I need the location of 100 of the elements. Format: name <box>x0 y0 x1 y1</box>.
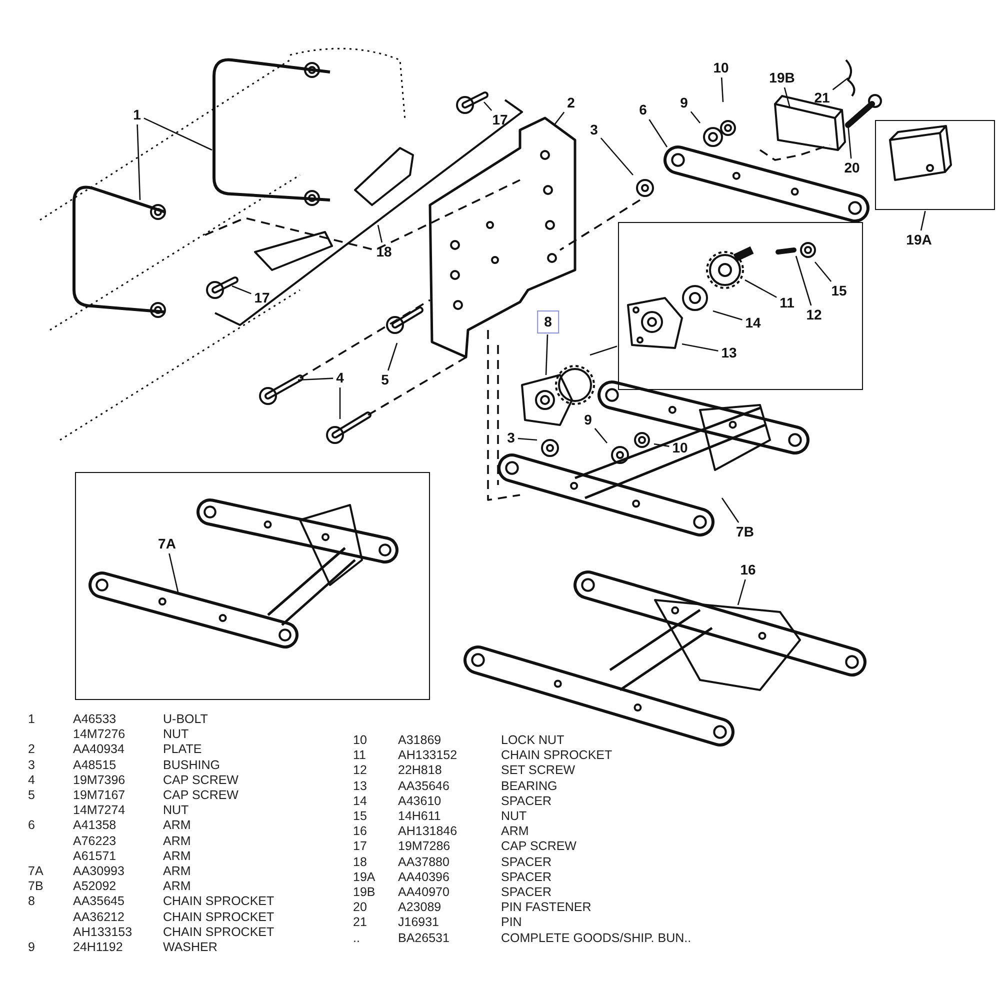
part-number: AH133152 <box>398 748 458 764</box>
part-number: AA40934 <box>73 742 126 758</box>
item-number: 14 <box>353 794 368 810</box>
leader-line <box>600 138 634 176</box>
part-number: AA40396 <box>398 870 450 886</box>
part-number: AA30993 <box>73 864 126 880</box>
part-number: A61571 <box>73 848 118 864</box>
callout-number: 12 <box>804 306 824 324</box>
item-number: 18 <box>353 854 368 870</box>
item-number: 19B <box>353 885 376 900</box>
callout-number: 6 <box>637 102 649 118</box>
part-number: A41358 <box>73 818 118 834</box>
part-name: ARM <box>501 824 530 840</box>
part-name: BUSHING <box>163 758 221 773</box>
part-name: COMPLETE GOODS/SHIP. BUN.. <box>501 930 692 946</box>
item-number: 15 <box>353 809 368 824</box>
leader-line <box>232 285 252 294</box>
callout-number: 10 <box>711 60 731 76</box>
part-number: AA40970 <box>398 885 450 900</box>
part-number: 19M7167 <box>73 788 126 804</box>
part-name: ARM <box>163 879 192 894</box>
part-name: PIN FASTENER <box>501 900 592 916</box>
leader-line <box>648 119 668 148</box>
leader-line <box>690 111 700 124</box>
leader-line <box>720 77 724 102</box>
leader-line <box>594 428 608 444</box>
item-number: .. <box>353 930 361 946</box>
part-number: 19M7286 <box>398 839 452 855</box>
part-name: ARM <box>163 864 192 880</box>
item-number: 20 <box>353 900 368 916</box>
part-number: 24H1192 <box>73 940 124 956</box>
part-number: A23089 <box>398 900 442 916</box>
item-number: 17 <box>353 839 368 855</box>
leader-line <box>484 102 492 111</box>
part-number: AH133153 <box>73 924 134 940</box>
callout-number: 3 <box>505 430 517 446</box>
inset-frame <box>75 472 430 700</box>
part-number: A76223 <box>73 834 118 849</box>
callout-number: 1 <box>131 106 143 124</box>
part-number: A52092 <box>73 879 118 894</box>
leader-line <box>795 256 812 306</box>
part-number: A43610 <box>398 794 442 810</box>
callout-number: 9 <box>582 412 594 428</box>
leader-line <box>682 343 718 352</box>
part-number: AA36212 <box>73 910 126 925</box>
part-name: ARM <box>163 834 192 849</box>
part-name: PIN <box>501 915 523 931</box>
part-name: WASHER <box>163 940 218 956</box>
item-number: 3 <box>28 758 36 773</box>
part-number: J16931 <box>398 915 440 931</box>
item-number: 10 <box>353 733 368 748</box>
part-name: ARM <box>163 818 192 834</box>
part-name: SPACER <box>501 794 552 810</box>
item-number: 6 <box>28 818 36 834</box>
part-name: SET SCREW <box>501 763 576 779</box>
part-name: SPACER <box>501 885 552 900</box>
callout-number: 8 <box>537 310 559 334</box>
item-number: 1 <box>28 712 36 728</box>
item-number: 19A <box>353 870 376 886</box>
inset-frame <box>875 120 995 210</box>
item-number: 13 <box>353 778 368 794</box>
leader-line <box>387 342 398 371</box>
leader-line <box>920 210 926 231</box>
part-number: 14H611 <box>398 809 442 824</box>
callout-number: 5 <box>379 372 391 388</box>
part-name: CAP SCREW <box>501 839 578 855</box>
part-number: BA26531 <box>398 930 450 946</box>
leader-line <box>737 579 746 606</box>
part-name: SPACER <box>501 870 552 886</box>
part-name: BEARING <box>501 778 558 794</box>
part-number: A48515 <box>73 758 118 773</box>
item-number: 16 <box>353 824 368 840</box>
callout-number: 13 <box>719 344 739 362</box>
part-name: LOCK NUT <box>501 733 566 748</box>
part-number: 22H818 <box>398 763 443 779</box>
callout-number: 17 <box>252 290 272 306</box>
item-number: 7A <box>28 864 44 880</box>
item-number: 8 <box>28 894 36 910</box>
leader-line <box>554 112 565 124</box>
item-number: 12 <box>353 763 368 779</box>
leader-line <box>298 378 334 381</box>
callout-number: 3 <box>588 122 600 138</box>
callout-number: 19B <box>767 70 797 86</box>
part-number: AA37880 <box>398 854 450 870</box>
item-number: 4 <box>28 772 36 788</box>
leader-line <box>712 310 742 320</box>
part-number: 14M7276 <box>73 727 126 742</box>
part-name: CHAIN SPROCKET <box>163 910 276 925</box>
item-number: 11 <box>353 748 367 764</box>
leader-line <box>654 443 670 447</box>
callout-number: 7A <box>156 536 178 552</box>
callout-number: 21 <box>812 90 832 106</box>
part-number: 14M7274 <box>73 803 126 818</box>
part-name: U-BOLT <box>163 712 209 728</box>
leader-line <box>545 334 548 376</box>
part-name: CHAIN SPROCKET <box>163 894 276 910</box>
callout-number: 10 <box>670 440 690 456</box>
leader-line <box>144 118 212 151</box>
callout-number: 9 <box>678 94 690 112</box>
part-number: AA35646 <box>398 778 450 794</box>
